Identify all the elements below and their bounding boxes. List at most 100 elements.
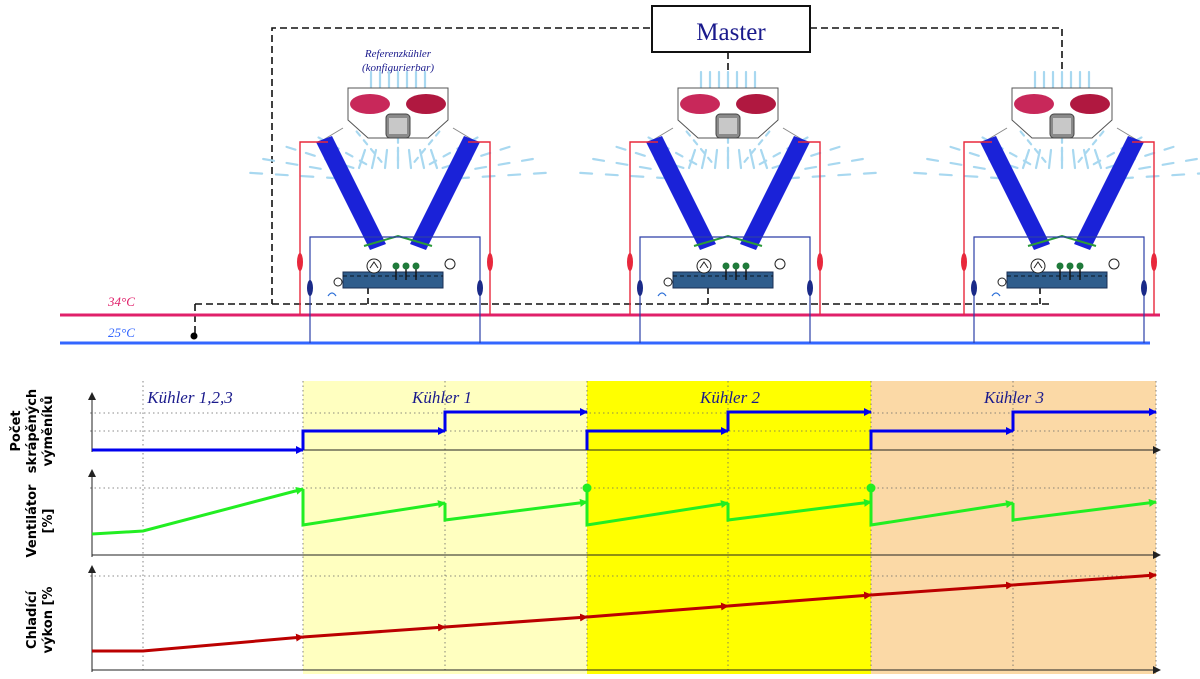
timing-chart: Kühler 1,2,3 Kühler 1 Kühler 2 Kühler 3 … [9,381,1161,674]
spray-dash [579,171,594,175]
spray-dash [442,151,452,158]
spray-dash [811,174,826,178]
spray-dash [308,165,322,170]
water-distributor [363,234,433,247]
spray-dash [1008,151,1018,158]
valve-icon [487,253,493,271]
coil-right [1074,136,1144,250]
exchangers-step [726,408,872,431]
spray-dash [757,139,764,146]
drain-icon [991,292,1001,297]
cooling-power-curve [870,581,1014,597]
ylabel-cooling-power: Chladící výkon [% [25,587,56,654]
chart-curves [91,408,1157,653]
coil-right [410,136,480,250]
spray-dash [434,130,441,137]
spray-dash [532,171,547,175]
spray-dash [285,145,297,151]
spray-dash [1091,139,1098,146]
cooling-power-curve [302,623,446,639]
fan-blade-right [1070,94,1110,114]
hot-pipe-label: 34°C [107,294,135,309]
motor-body [719,118,737,134]
valve-icon [307,280,313,296]
exchangers-step [869,427,1014,450]
gauge-icon [333,277,343,287]
spray-dash [285,161,299,166]
spray-dash [592,157,606,162]
spray-dash [764,130,771,137]
fan-blade-right [406,94,446,114]
spray-dash [1019,130,1026,137]
fan-curve [91,486,304,536]
spray-dash [804,165,818,170]
valve-icon [1141,280,1147,296]
valve-icon [297,253,303,271]
spray-dash [499,145,511,151]
level-probe-head [1066,262,1074,270]
spray-dash [377,156,383,163]
valve-icon [817,253,823,271]
zone-label-cooler-2: Kühler 2 [699,388,760,407]
spray-dash [1161,161,1175,166]
ylabel-fan: Ventilátor [%] [25,484,56,557]
gauge-icon [1108,258,1120,270]
spray-dash [262,157,276,162]
spray-dash [913,171,928,175]
spray-dash [634,151,646,157]
spray-dash [300,174,315,178]
spray-dash [604,173,619,177]
spray-dash [615,145,627,151]
motor-body [1053,118,1071,134]
spray-dash [615,161,629,166]
spray-dash [1021,148,1031,170]
valve-icon [637,280,643,296]
pump-icon [696,258,712,274]
coil-left [646,136,716,250]
ylabel-cooling-power-line2: výkon [% [41,587,56,654]
ylabel-fan-line2: [%] [41,509,56,534]
spray-dash [638,165,652,170]
spray-dash [949,161,963,166]
spray-dash [1184,157,1198,162]
coil-left [316,136,386,250]
pump-symbol [699,261,709,269]
pump-icon [1030,258,1046,274]
fan-curve [869,488,1014,527]
spray-dash [968,151,980,157]
level-probe-head [722,262,730,270]
spray-dash [700,148,708,170]
plant-schematic: Master Referenzkühler (konfigurierbar) 3… [60,5,1200,345]
spray-dash [699,147,706,155]
ylabel-cooling-power-line1: Chladící [25,589,40,648]
exchangers-step [1011,408,1157,431]
fan-curve [726,498,872,522]
spray-dash [772,151,782,158]
spray-dash [1144,151,1156,157]
sensor-dot [190,332,198,340]
spray-dash [520,157,534,162]
spray-dash [274,173,289,177]
valve-icon [971,280,977,296]
cooling-power-curve [1012,571,1157,587]
spray-dash [750,147,757,155]
spray-dash [370,148,378,170]
spray-dash [1138,165,1152,170]
spray-dash [429,148,439,170]
spray-dash [1163,145,1175,151]
spray-dash [862,171,877,175]
valve-icon [627,253,633,271]
water-basin [342,271,444,289]
coil-left [980,136,1050,250]
spray-dash [480,151,492,157]
spray-dash [674,151,684,158]
spray-dash [1145,174,1160,178]
spray-dash [304,151,316,157]
spray-dash [938,173,953,177]
spray-dash [427,139,434,146]
water-frame [973,236,1145,343]
water-distributor [1027,234,1097,247]
spray-dash [474,165,488,170]
cold-pipe-label: 25°C [108,325,135,340]
spray-dash [972,165,986,170]
